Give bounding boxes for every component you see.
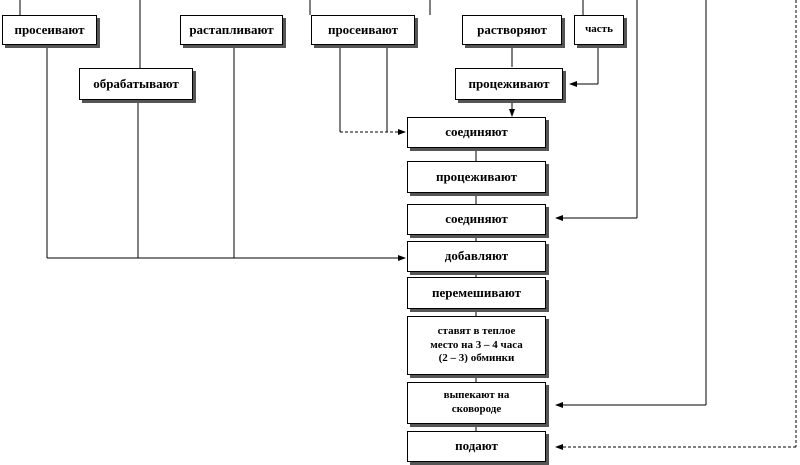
main-step-7: выпекают на сковороде (407, 382, 546, 424)
top-step-4: просеивают (311, 15, 415, 45)
top-step-1: просеивают (2, 15, 97, 45)
main-step-2: процеживают (407, 161, 546, 193)
main-step-1: соединяют (407, 117, 546, 148)
top-step-6: часть (574, 15, 624, 45)
main-step-5: перемешивают (407, 277, 546, 309)
middle-step: процеживают (455, 68, 563, 100)
main-step-3: соединяют (407, 204, 546, 235)
top-step-2: обрабатывают (79, 68, 193, 100)
top-step-3: растапливают (180, 15, 283, 45)
main-step-6: ставят в теплое место на 3 – 4 часа (2 –… (407, 316, 546, 375)
top-step-5: растворяют (462, 15, 562, 45)
main-step-8: подают (407, 431, 546, 462)
main-step-4: добавляют (407, 241, 546, 272)
